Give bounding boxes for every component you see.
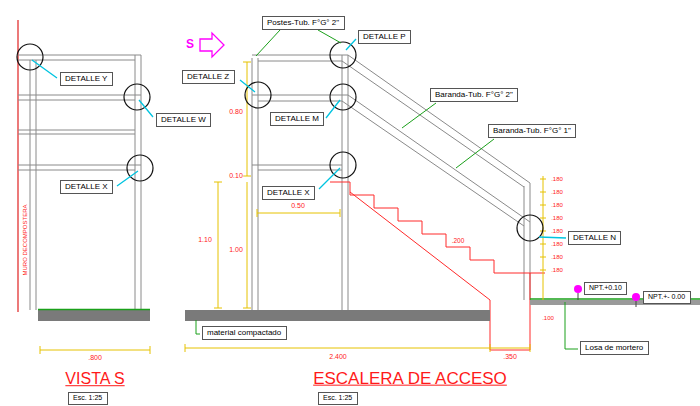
ground-line xyxy=(38,309,150,311)
callout-text: DETALLE W xyxy=(161,115,206,124)
callout-text: DETALLE X xyxy=(65,182,108,191)
dimension: 0.80 xyxy=(229,108,243,116)
detail-circle xyxy=(330,42,356,68)
dimension: 0.50 xyxy=(291,202,305,210)
callout-box: Losa de mortero xyxy=(580,341,649,355)
post-tube xyxy=(252,55,530,310)
dimension: .350 xyxy=(503,353,517,361)
callout-box: DETALLE Z xyxy=(182,70,235,84)
dimension: .180 xyxy=(551,228,563,235)
view-letter: S xyxy=(186,38,194,51)
callout-box: DETALLE M xyxy=(270,112,324,126)
callout-box: Baranda-Tub. F°G° 1" xyxy=(488,124,576,138)
dimension: .100 xyxy=(542,315,554,322)
dimension: .180 xyxy=(551,202,563,209)
callout-text: DETALLE P xyxy=(363,32,406,41)
callout-text: DETALLE Y xyxy=(65,74,107,83)
callout-box: DETALLE P xyxy=(358,30,411,44)
dimension: 2.400 xyxy=(329,353,347,361)
level-marker xyxy=(632,293,640,301)
dimension: .180 xyxy=(551,176,563,183)
detail-circle xyxy=(124,84,150,110)
callout-box: Postes-Tub. F°G° 2" xyxy=(262,16,345,30)
detail-circle xyxy=(330,84,356,110)
callout-box: Baranda-Tub. F°G° 2" xyxy=(430,88,518,102)
dimension: .180 xyxy=(551,241,563,248)
ground-slab xyxy=(185,310,490,321)
view-arrow xyxy=(200,33,224,57)
leader-line xyxy=(196,30,578,349)
leader-line xyxy=(32,60,153,186)
callout-text: Baranda-Tub. F°G° 2" xyxy=(435,90,513,99)
dimension: .180 xyxy=(551,254,563,261)
dimension: 1.10 xyxy=(198,236,212,244)
view-title: ESCALERA DE ACCESO xyxy=(313,370,507,389)
dimension: .180 xyxy=(551,267,563,274)
callout-text: NPT.+- 0.00 xyxy=(648,293,685,301)
callout-text: Postes-Tub. F°G° 2" xyxy=(267,18,339,27)
dimension-line xyxy=(185,62,546,352)
callout-box: NPT.+0.10 xyxy=(584,282,627,295)
callout-box: DETALLE N xyxy=(568,231,621,245)
level-marker-stem xyxy=(578,293,636,307)
callout-text: Baranda-Tub. F°G° 1" xyxy=(493,126,571,135)
dimension: 0.10 xyxy=(229,172,243,180)
detail-circle xyxy=(127,155,153,181)
dimension: .800 xyxy=(88,354,102,362)
handrail-tube xyxy=(252,55,530,226)
callout-box: NPT.+- 0.00 xyxy=(643,291,691,304)
callout-text: DETALLE M xyxy=(275,114,319,123)
wall-label: MURO DECOMPOSTERA xyxy=(22,204,29,275)
callout-box: DETALLE X xyxy=(60,180,113,194)
callout-text: Esc. 1:25 xyxy=(73,394,102,402)
view-title: VISTA S xyxy=(65,370,124,388)
callout-text: DETALLE N xyxy=(573,233,616,242)
leader-line xyxy=(240,39,566,238)
dimension: .180 xyxy=(551,189,563,196)
dimension-line xyxy=(40,346,150,354)
detail-circle xyxy=(17,44,43,70)
callout-box: material compactado xyxy=(202,326,287,340)
callout-text: DETALLE X xyxy=(267,188,310,197)
callout-box: DETALLE X xyxy=(262,186,315,200)
dimension: .200 xyxy=(452,237,465,244)
dimension: 1.00 xyxy=(229,246,243,254)
callout-box: Esc. 1:25 xyxy=(318,392,358,405)
callout-box: DETALLE Y xyxy=(60,72,113,86)
callout-text: DETALLE Z xyxy=(187,72,229,81)
callout-text: NPT.+0.10 xyxy=(589,284,622,292)
detail-circle xyxy=(245,82,271,108)
callout-text: Esc. 1:25 xyxy=(323,394,352,402)
dimension: .180 xyxy=(551,215,563,222)
callout-text: Losa de mortero xyxy=(585,343,643,352)
stair-base xyxy=(350,192,530,350)
callout-box: DETALLE W xyxy=(156,113,211,127)
callout-text: material compactado xyxy=(207,328,281,337)
ground-slab xyxy=(38,310,150,321)
level-marker xyxy=(574,285,582,293)
callout-box: Esc. 1:25 xyxy=(68,392,108,405)
